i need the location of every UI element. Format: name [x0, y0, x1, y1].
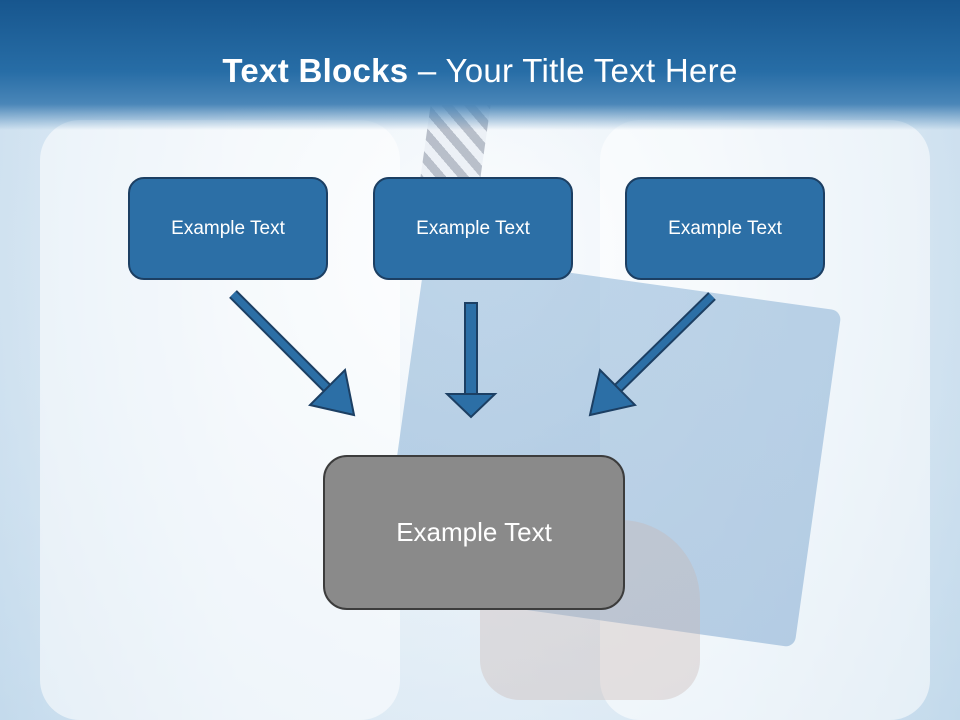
- title-separator: –: [408, 52, 446, 89]
- text-block-center-label: Example Text: [416, 217, 530, 239]
- text-block-left-label: Example Text: [171, 217, 285, 239]
- text-block-target-label: Example Text: [396, 517, 552, 547]
- text-block-center[interactable]: Example Text: [373, 177, 573, 280]
- title-bold-part: Text Blocks: [222, 52, 409, 89]
- header-band: [0, 0, 960, 130]
- slide-title: Text Blocks – Your Title Text Here: [0, 52, 960, 90]
- text-block-target[interactable]: Example Text: [323, 455, 625, 610]
- title-regular-part: Your Title Text Here: [445, 52, 738, 89]
- text-block-right[interactable]: Example Text: [625, 177, 825, 280]
- text-block-left[interactable]: Example Text: [128, 177, 328, 280]
- text-block-right-label: Example Text: [668, 217, 782, 239]
